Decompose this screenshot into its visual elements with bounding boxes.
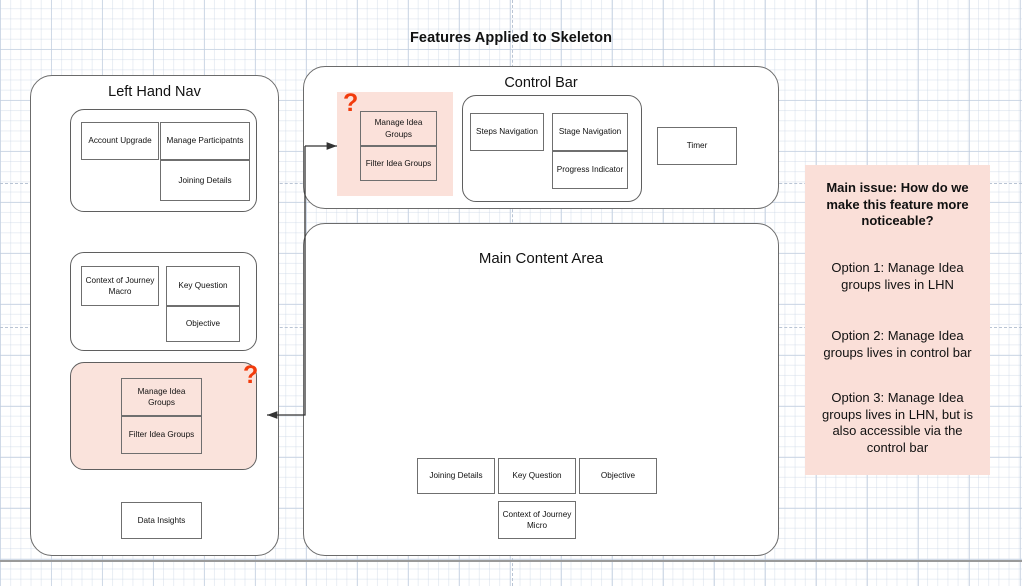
- lhn-item-manage-idea-groups[interactable]: Manage Idea Groups: [121, 378, 202, 416]
- control-bar-item-stage-navigation[interactable]: Stage Navigation: [552, 113, 628, 151]
- lhn-item-account-upgrade[interactable]: Account Upgrade: [81, 122, 159, 160]
- lhn-item-joining-details[interactable]: Joining Details: [160, 160, 250, 201]
- lhn-item-context-of-journey-macro[interactable]: Context of Journey Macro: [81, 266, 159, 306]
- lhn-item-manage-participants[interactable]: Manage Participatnts: [160, 122, 250, 160]
- lhn-item-objective[interactable]: Objective: [166, 306, 240, 342]
- control-bar-item-manage-idea-groups[interactable]: Manage Idea Groups: [360, 111, 437, 146]
- note-main-issue: Main issue: How do we make this feature …: [826, 180, 969, 229]
- control-bar-item-timer[interactable]: Timer: [657, 127, 737, 165]
- lhn-item-data-insights[interactable]: Data Insights: [121, 502, 202, 539]
- main-item-key-question[interactable]: Key Question: [498, 458, 576, 494]
- lhn-item-filter-idea-groups[interactable]: Filter Idea Groups: [121, 416, 202, 454]
- main-content-area-title: Main Content Area: [478, 250, 604, 267]
- control-bar-question-mark-icon: ?: [343, 89, 359, 117]
- notes-panel: Main issue: How do we make this feature …: [805, 165, 990, 475]
- lhn-item-key-question[interactable]: Key Question: [166, 266, 240, 306]
- left-hand-nav-title: Left Hand Nav: [108, 84, 201, 100]
- main-item-context-of-journey-micro[interactable]: Context of Journey Micro: [498, 501, 576, 539]
- lhn-question-mark-icon: ?: [243, 361, 259, 389]
- main-item-joining-details[interactable]: Joining Details: [417, 458, 495, 494]
- main-content-area-panel: Main Content Area: [303, 223, 779, 556]
- main-item-objective[interactable]: Objective: [579, 458, 657, 494]
- note-option-1: Option 1: Manage Idea groups lives in LH…: [831, 260, 964, 292]
- control-bar-idea-groups-highlight: [337, 92, 453, 196]
- control-bar-title: Control Bar: [504, 75, 578, 91]
- control-bar-item-progress-indicator[interactable]: Progress Indicator: [552, 151, 628, 189]
- note-option-2: Option 2: Manage Idea groups lives in co…: [823, 328, 972, 360]
- page-title: Features Applied to Skeleton: [409, 30, 613, 46]
- note-option-3: Option 3: Manage Idea groups lives in LH…: [821, 390, 973, 455]
- control-bar-item-steps-navigation[interactable]: Steps Navigation: [470, 113, 544, 151]
- canvas-bottom-rule: [0, 560, 1022, 562]
- control-bar-item-filter-idea-groups[interactable]: Filter Idea Groups: [360, 146, 437, 181]
